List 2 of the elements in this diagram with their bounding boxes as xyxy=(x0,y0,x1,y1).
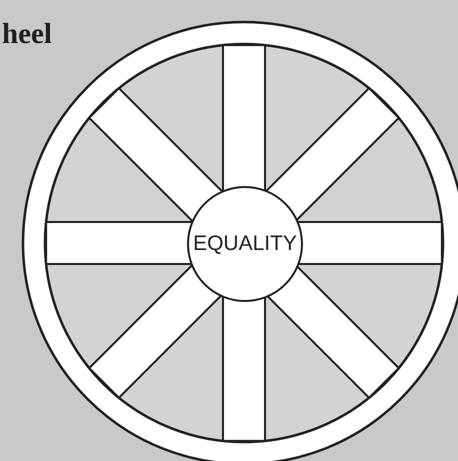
hub-label: EQUALITY xyxy=(193,232,297,256)
title: heel xyxy=(2,18,52,51)
